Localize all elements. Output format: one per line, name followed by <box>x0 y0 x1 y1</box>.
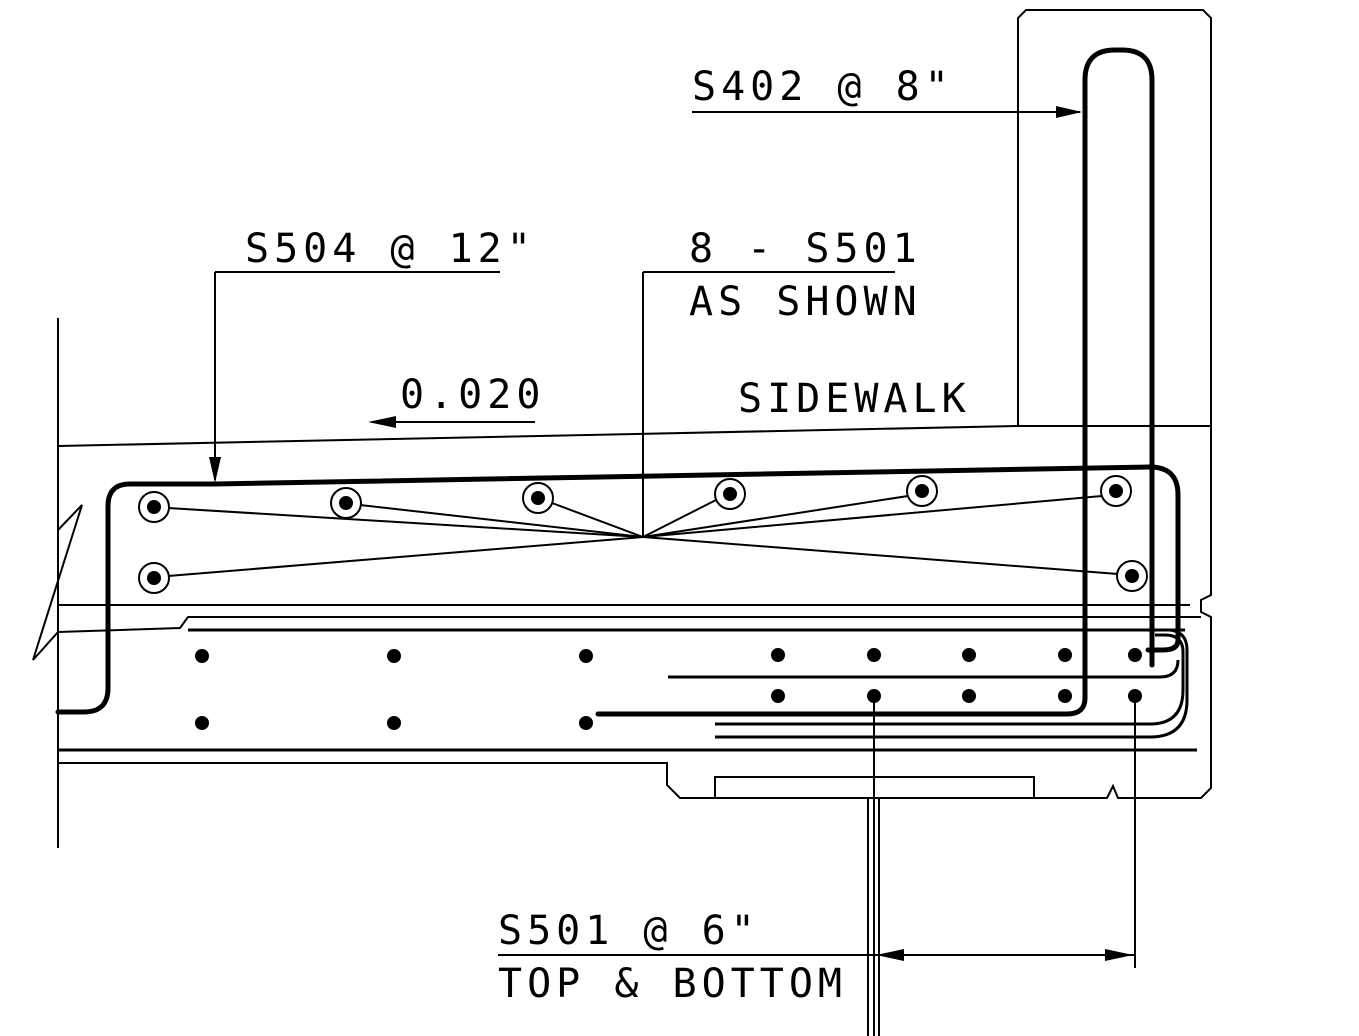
rebar-circle <box>714 478 746 510</box>
slope-label: 0.020 <box>400 372 545 418</box>
rebar-dot <box>771 689 785 703</box>
rebar-dot <box>195 716 209 730</box>
s501-leaders <box>167 495 1119 577</box>
rebar-circle <box>1100 475 1132 507</box>
rebar-circle <box>906 475 938 507</box>
as-shown-label: AS SHOWN <box>689 279 922 325</box>
rebar-dot <box>771 648 785 662</box>
rebar-circle <box>1116 560 1148 592</box>
rebar-dot <box>867 648 881 662</box>
concrete-outline <box>32 9 1212 848</box>
s402-label: S402 @ 8" <box>692 64 954 110</box>
rebar-dot <box>962 648 976 662</box>
s504-stirrup <box>212 464 1181 653</box>
s501-spacing-label: S501 @ 6" <box>498 908 760 954</box>
deck-rebar-dots <box>195 648 1142 730</box>
rebar-dot <box>195 649 209 663</box>
rebar-dot <box>962 689 976 703</box>
rebar-dot <box>387 716 401 730</box>
sidewalk-label: SIDEWALK <box>738 376 971 422</box>
rebar-dot <box>579 649 593 663</box>
rebar-circle <box>138 562 170 594</box>
s501-count-label: 8 - S501 <box>689 226 922 272</box>
rebar-dot <box>387 649 401 663</box>
rebar-dot <box>579 716 593 730</box>
rebar-dot <box>1058 689 1072 703</box>
rebar-dot <box>1058 648 1072 662</box>
rebar-circle <box>138 491 170 523</box>
top-bottom-label: TOP & BOTTOM <box>498 961 847 1007</box>
rebar-dot <box>1128 648 1142 662</box>
leaders <box>209 106 1136 1036</box>
rebar-lines <box>55 47 1189 739</box>
rebar-circle <box>330 487 362 519</box>
rebar-circle <box>522 482 554 514</box>
s402-hook-bar <box>1082 47 1155 668</box>
s504-label: S504 @ 12" <box>245 226 536 272</box>
